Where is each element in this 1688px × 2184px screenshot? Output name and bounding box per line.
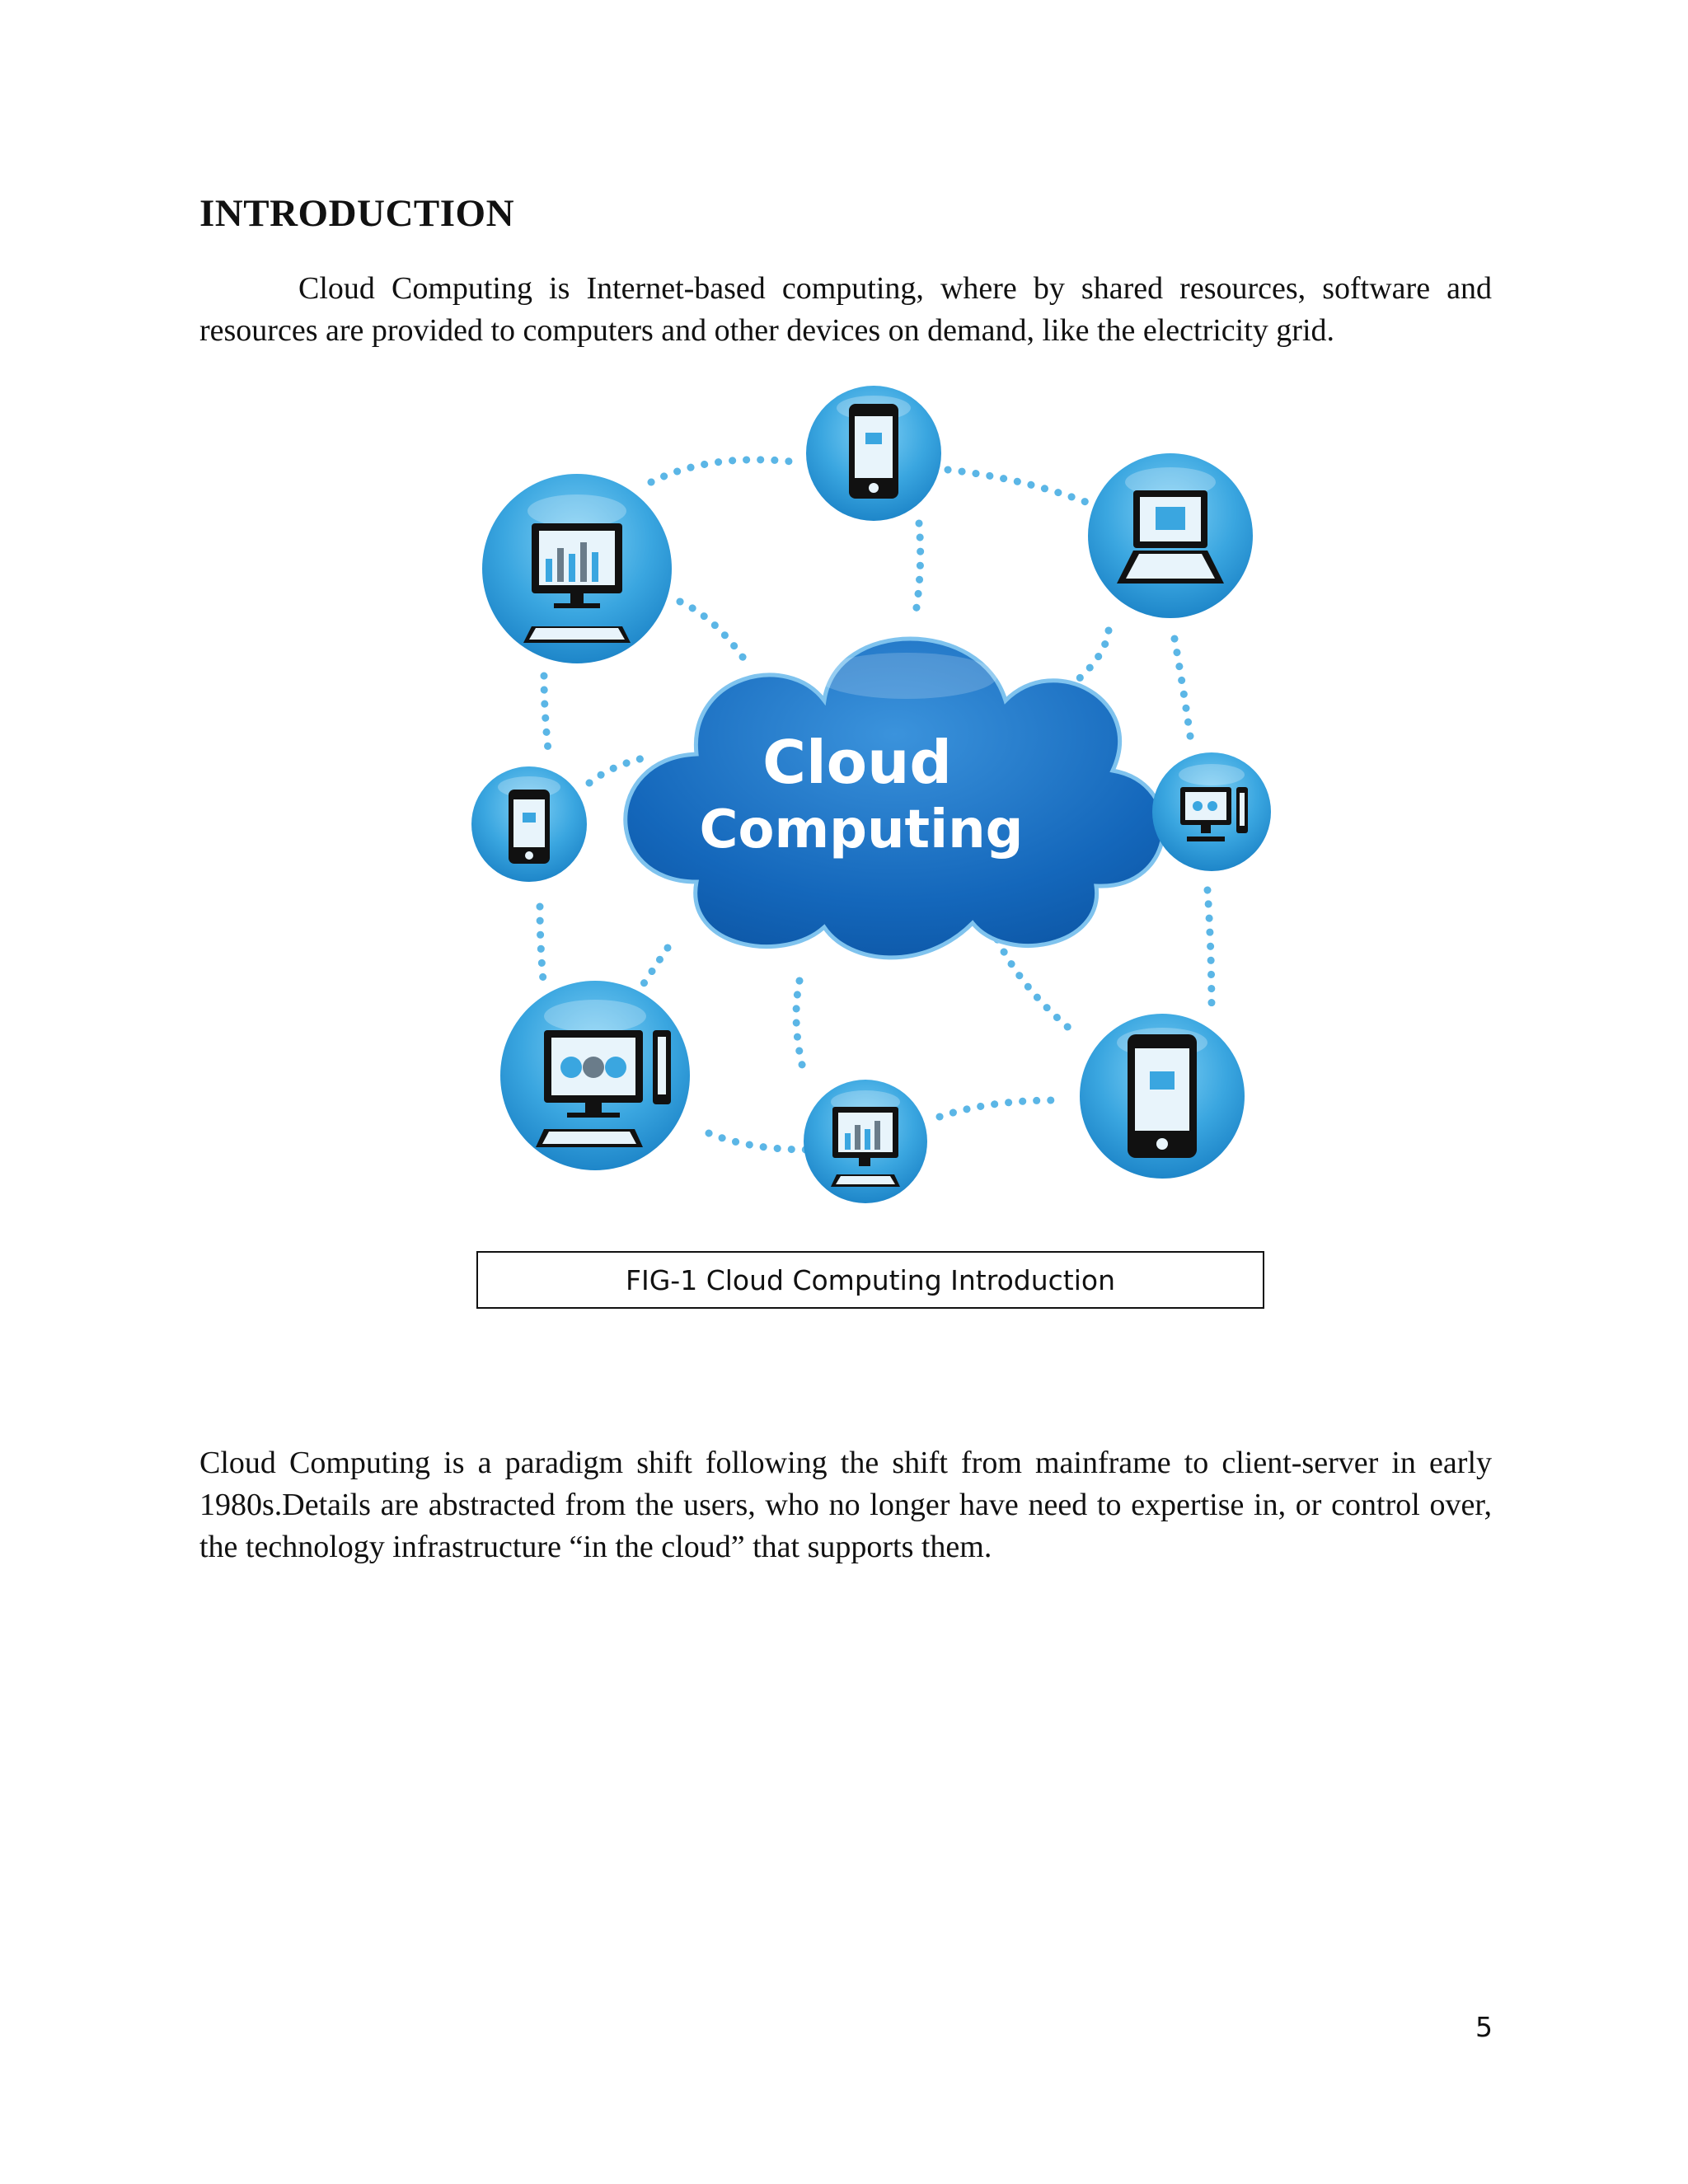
smartphone-icon — [1080, 1014, 1245, 1179]
smartphone-icon — [471, 766, 587, 882]
cloud-shape — [623, 636, 1166, 960]
desktop-computer-icon — [1152, 752, 1271, 871]
cloud-computing-figure: Cloud Computing — [462, 371, 1286, 1236]
page-number: 5 — [1475, 2011, 1493, 2043]
intro-paragraph: Cloud Computing is Internet-based comput… — [199, 271, 1492, 348]
cloud-diagram: Cloud Computing — [471, 386, 1271, 1203]
body-paragraph: Cloud Computing is a paradigm shift foll… — [199, 1446, 1492, 1564]
cloud-label-line1: Cloud — [762, 728, 952, 797]
cloud-label-line2: Computing — [700, 799, 1024, 860]
section-heading: INTRODUCTION — [199, 192, 515, 235]
smartphone-icon — [806, 386, 941, 521]
figure-caption: FIG-1 Cloud Computing Introduction — [476, 1251, 1264, 1309]
desktop-monitor-icon — [804, 1080, 927, 1203]
desktop-monitor-icon — [482, 474, 672, 663]
desktop-with-tower-icon — [500, 981, 690, 1170]
laptop-icon — [1088, 453, 1253, 618]
